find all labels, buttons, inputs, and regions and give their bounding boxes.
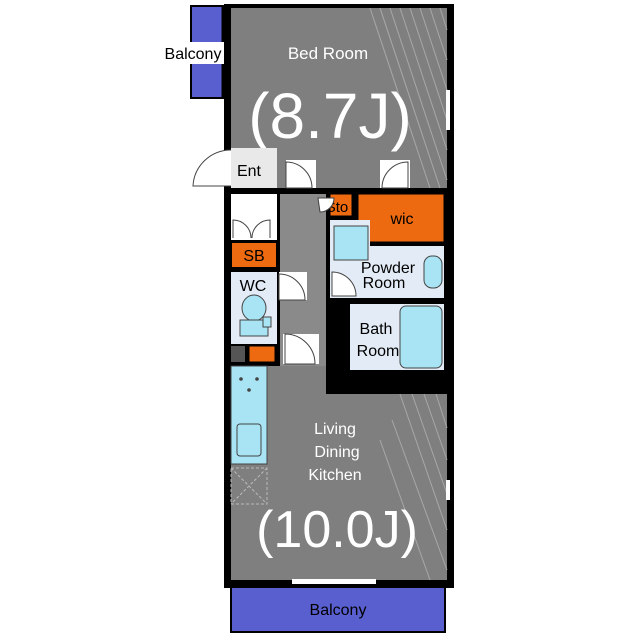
- bedroom-window-right: [446, 90, 450, 130]
- powder-room-label-2: Room: [363, 275, 406, 292]
- ldk-floor: [231, 366, 447, 580]
- toilet-icon: [239, 294, 269, 337]
- fridge-icon: [230, 467, 268, 505]
- bedroom-hatch: [369, 7, 448, 189]
- kitchen-sink-icon: [236, 423, 262, 457]
- corridor-door: [283, 333, 319, 365]
- wic: [357, 193, 445, 243]
- bedroom-door-left: [285, 160, 316, 189]
- shoe-box: [230, 241, 278, 269]
- wc-sink-icon: [262, 316, 272, 328]
- entrance-label: Ent: [237, 163, 262, 180]
- entrance-door: [192, 149, 232, 187]
- powder-room-label-1: Powder: [361, 260, 416, 277]
- wc-orange-block: [248, 345, 276, 363]
- bedroom-size: (8.7J): [248, 80, 412, 152]
- shoe-box-label: SB: [243, 248, 264, 265]
- ldk-label-2: Dining: [314, 444, 359, 461]
- balcony-bottom-label: Balcony: [310, 602, 367, 619]
- closet-doors: [232, 219, 271, 239]
- bath-room-label-2: Room: [357, 343, 400, 360]
- entrance-floor: [231, 148, 277, 188]
- balcony-bottom: [230, 585, 446, 633]
- ldk-hatch: [379, 393, 448, 581]
- ldk-size: (10.0J): [256, 501, 418, 559]
- wc-door: [278, 272, 307, 301]
- powder-room-door: [331, 271, 357, 297]
- wc-label: WC: [240, 278, 267, 295]
- balcony-top-label: Balcony: [165, 46, 222, 63]
- washing-machine-icon: [333, 225, 369, 261]
- storage-door: [317, 197, 335, 213]
- ldk-window-bottom: [292, 579, 376, 584]
- bedroom-label: Bed Room: [288, 44, 368, 63]
- ldk-label-1: Living: [314, 421, 356, 438]
- stove-icon: [239, 377, 259, 392]
- ldk-window-right: [446, 480, 450, 500]
- bedroom-door-right: [380, 160, 410, 189]
- balcony-top-label-bg: [160, 42, 226, 64]
- washbasin-icon: [423, 255, 443, 289]
- wc-dark-block: [231, 346, 245, 362]
- bath-room-label-1: Bath: [360, 321, 393, 338]
- bathtub-icon: [399, 305, 443, 369]
- ldk-label-3: Kitchen: [308, 467, 361, 484]
- wic-label: wic: [389, 211, 413, 228]
